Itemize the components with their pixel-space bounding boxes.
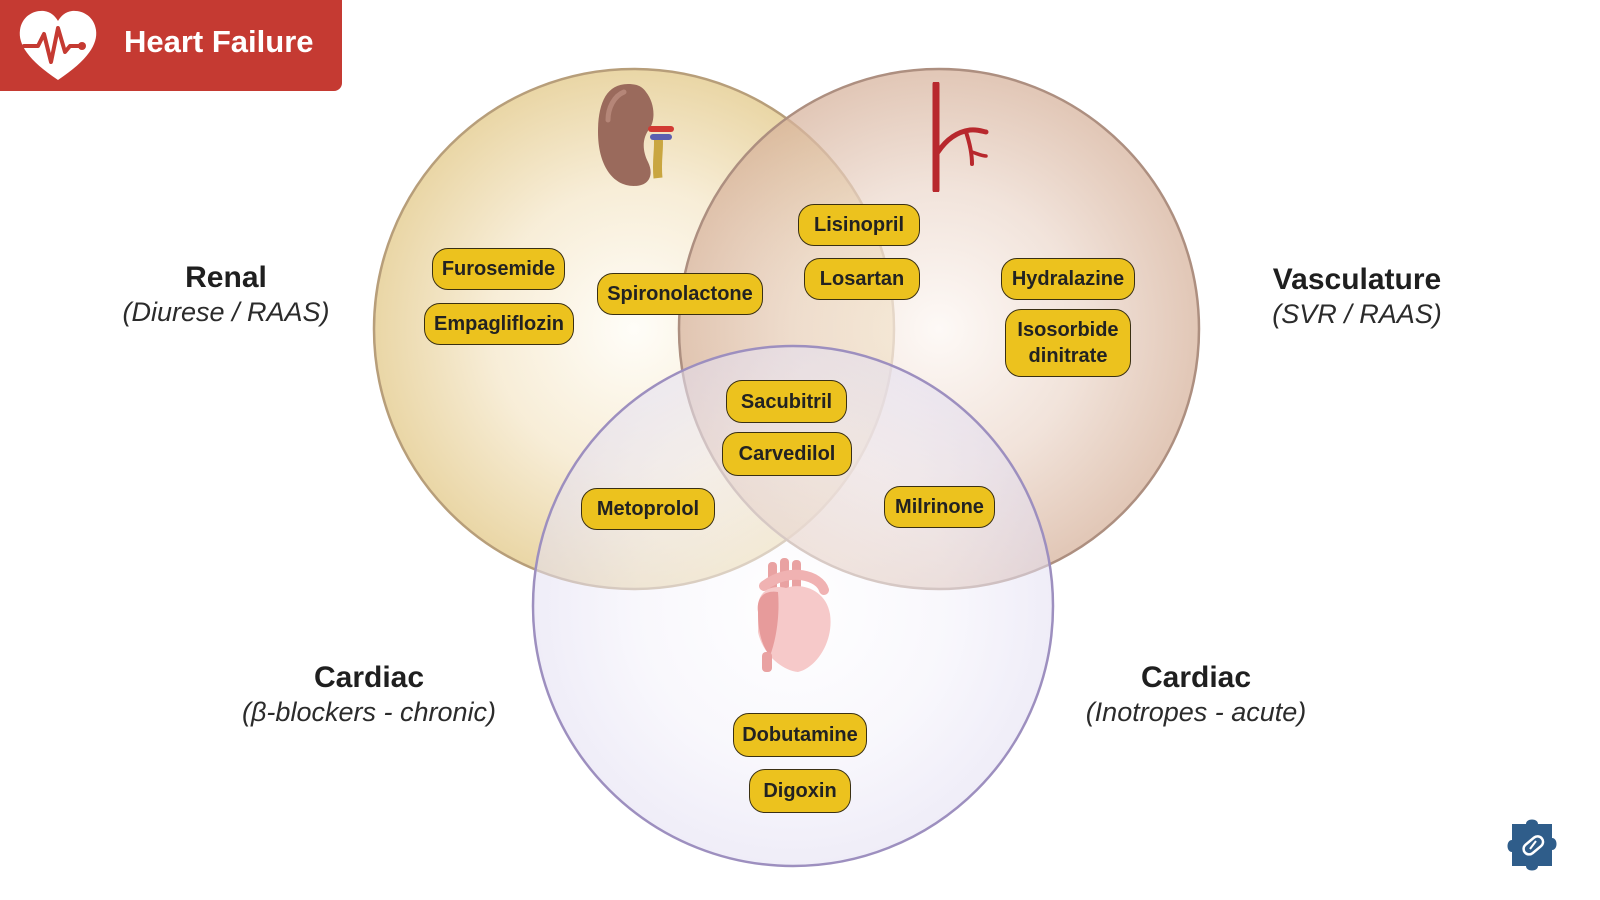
category-title: Renal [185,261,267,294]
drug-losartan: Losartan [804,258,920,300]
category-title: Cardiac [313,661,425,694]
puzzle-pill-logo-icon [1507,819,1557,871]
drug-furosemide: Furosemide [432,248,565,290]
drug-spironolactone: Spironolactone [597,273,763,315]
drug-isosorbide-dinitrate: Isosorbide dinitrate [1005,309,1131,377]
category-subtitle: (Diurese / RAAS) [122,297,330,327]
category-vasculature: Vasculature (SVR / RAAS) [1207,262,1507,330]
drug-lisinopril: Lisinopril [798,204,920,246]
category-cardiac-acute: Cardiac (Inotropes - acute) [1046,660,1346,728]
drug-dobutamine: Dobutamine [733,713,867,757]
drug-hydralazine: Hydralazine [1001,258,1135,300]
drug-milrinone: Milrinone [884,486,995,528]
drug-carvedilol: Carvedilol [722,432,852,476]
category-cardiac-chronic: Cardiac (β-blockers - chronic) [219,660,519,728]
heart-pulse-icon [19,10,97,80]
artery-icon [932,82,989,192]
heart-organ-icon [757,558,831,672]
category-renal: Renal (Diurese / RAAS) [76,260,376,328]
drug-metoprolol: Metoprolol [581,488,715,530]
category-subtitle: (β-blockers - chronic) [242,697,496,727]
category-title: Cardiac [1140,661,1252,694]
kidney-icon [598,84,674,186]
drug-empagliflozin: Empagliflozin [424,303,574,345]
drug-digoxin: Digoxin [749,769,851,813]
header-banner: Heart Failure [0,0,342,91]
drug-sacubitril: Sacubitril [726,380,847,423]
category-subtitle: (Inotropes - acute) [1085,697,1307,727]
page-title: Heart Failure [124,24,314,59]
category-title: Vasculature [1272,263,1442,296]
category-subtitle: (SVR / RAAS) [1272,299,1442,329]
